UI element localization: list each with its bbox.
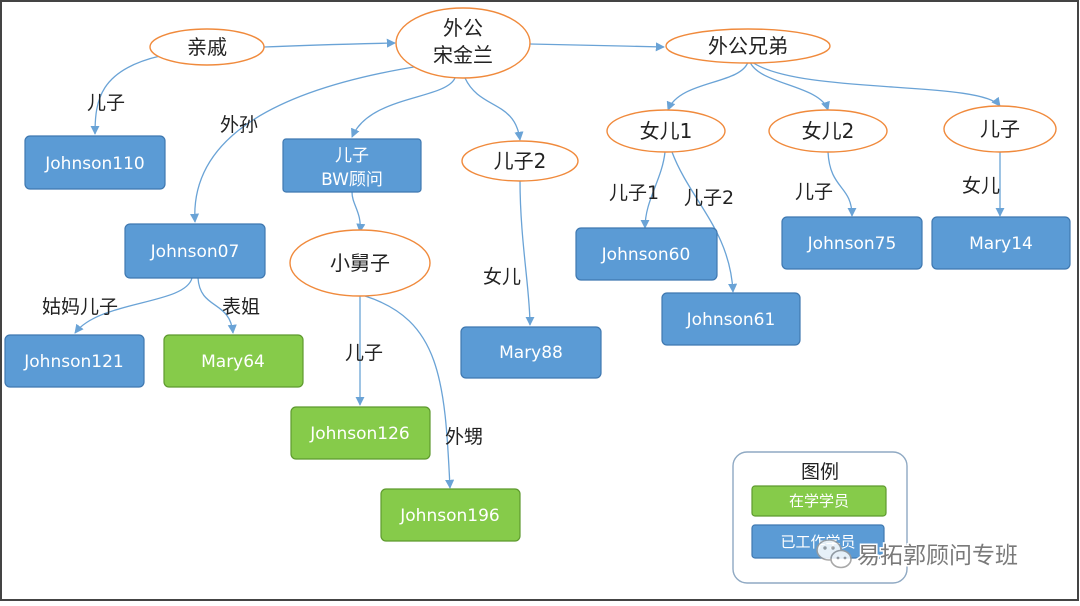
edges [74, 38, 1005, 489]
edge-label-relative-son: 儿子 [87, 92, 125, 114]
node-johnson121-label: Johnson121 [23, 352, 123, 372]
edge-daughter2-johnson75 [827, 151, 857, 217]
wechat-icon [816, 539, 852, 569]
node-johnson75-label: Johnson75 [807, 234, 897, 254]
edge-label-xiaojiuzi-son: 儿子 [345, 342, 383, 364]
node-johnson121: Johnson121 [4, 334, 145, 388]
node-xiaojiuzi: 小舅子 [289, 229, 431, 297]
node-johnson110: Johnson110 [24, 135, 166, 190]
node-mary14-label: Mary14 [969, 234, 1033, 254]
node-johnson196-label: Johnson196 [399, 506, 499, 526]
node-mary88: Mary88 [460, 326, 602, 379]
node-johnson60-label: Johnson60 [601, 245, 691, 265]
edge-daughter1-johnson61 [671, 151, 738, 293]
edge-xiaojiuzi-johnson196 [364, 295, 455, 489]
ellipse-nodes: 亲戚 外公 宋金兰 外公兄弟 儿子2 女儿1 女儿2 儿子 小舅子 [149, 7, 1057, 297]
edge-sonbw-xiaojiuzi [351, 191, 366, 233]
edge-relative-johnson110 [90, 55, 161, 135]
edge-brother-sonright [751, 61, 1001, 107]
node-xiaojiuzi-label: 小舅子 [330, 251, 390, 275]
node-relative-label: 亲戚 [187, 35, 227, 59]
legend: 图例 在学学员 已工作学员 [732, 451, 908, 584]
node-mary64-label: Mary64 [201, 352, 265, 372]
edge-labels: 儿子 外孙 儿子1 儿子2 儿子 女儿 女儿 姑妈儿子 表姐 儿子 外甥 [42, 92, 1000, 448]
node-johnson126: Johnson126 [290, 406, 431, 460]
edge-son2-mary88 [519, 179, 535, 326]
node-mary64: Mary64 [163, 334, 304, 388]
edge-label-grandson: 外孙 [220, 114, 258, 136]
node-johnson61-label: Johnson61 [686, 310, 776, 330]
edge-label-daughter1-son2: 儿子2 [684, 187, 734, 209]
node-grandpa-brother-label: 外公兄弟 [708, 34, 788, 58]
watermark: 易拓郭顾问专班 易拓郭顾问专班 [816, 539, 1020, 571]
node-daughter2: 女儿2 [768, 109, 888, 153]
node-son-bw: 儿子 BW顾问 [282, 138, 422, 193]
node-mary14: Mary14 [931, 216, 1071, 270]
edge-grandpa-johnson07 [189, 65, 421, 223]
node-son-bw-label-line2: BW顾问 [321, 170, 383, 190]
edge-brother-daughter2 [749, 61, 830, 111]
node-grandpa-label-line2: 宋金兰 [433, 43, 493, 67]
legend-label-student: 在学学员 [789, 492, 849, 510]
node-daughter2-label: 女儿2 [802, 119, 855, 143]
watermark-text: 易拓郭顾问专班 [857, 543, 1018, 569]
legend-title: 图例 [801, 461, 839, 483]
edge-grandpa-sonbw [351, 77, 456, 138]
node-mary88-label: Mary88 [499, 343, 563, 363]
edge-relative-grandpa [263, 38, 396, 48]
node-johnson126-label: Johnson126 [309, 424, 409, 444]
node-johnson75: Johnson75 [781, 216, 923, 270]
node-johnson196: Johnson196 [380, 488, 521, 542]
edge-johnson07-mary64 [197, 277, 237, 334]
node-grandpa-label-line1: 外公 [443, 16, 483, 40]
node-son2-label: 儿子2 [494, 149, 547, 173]
legend-swatch-student [751, 485, 887, 517]
edge-label-son2-daughter: 女儿 [483, 266, 521, 288]
node-johnson07: Johnson07 [124, 223, 266, 279]
node-johnson07-label: Johnson07 [150, 242, 240, 262]
node-johnson60: Johnson60 [575, 227, 718, 281]
node-daughter1: 女儿1 [606, 109, 726, 153]
edge-johnson07-johnson121 [74, 277, 193, 334]
node-son2: 儿子2 [461, 140, 579, 182]
node-son-right-label: 儿子 [980, 117, 1020, 141]
edge-grandpa-brother [529, 42, 665, 52]
edge-grandpa-son2 [464, 77, 524, 141]
node-grandpa-brother: 外公兄弟 [665, 28, 831, 64]
node-daughter1-label: 女儿1 [640, 119, 693, 143]
watermark-text-outline: 易拓郭顾问专班 [857, 543, 1018, 569]
edge-label-sonright-daughter: 女儿 [962, 175, 1000, 197]
edge-label-aunt-son: 姑妈儿子 [42, 296, 118, 318]
edge-label-nephew: 外甥 [445, 426, 483, 448]
box-nodes: Johnson110 儿子 BW顾问 Johnson07 Johnson60 J… [4, 135, 1071, 542]
node-relative: 亲戚 [149, 28, 265, 66]
legend-swatch-working [751, 524, 885, 559]
node-johnson61: Johnson61 [661, 292, 801, 346]
node-grandpa: 外公 宋金兰 [395, 7, 531, 79]
node-son-bw-label-line1: 儿子 [335, 146, 369, 166]
node-son-right: 儿子 [943, 105, 1057, 153]
node-johnson110-label: Johnson110 [44, 154, 144, 174]
edge-label-cousin: 表姐 [222, 296, 260, 318]
edge-label-daughter2-son: 儿子 [795, 181, 833, 203]
edge-brother-daughter1 [666, 61, 749, 111]
edge-daughter1-johnson60 [640, 151, 666, 229]
edge-label-daughter1-son1: 儿子1 [609, 182, 659, 204]
